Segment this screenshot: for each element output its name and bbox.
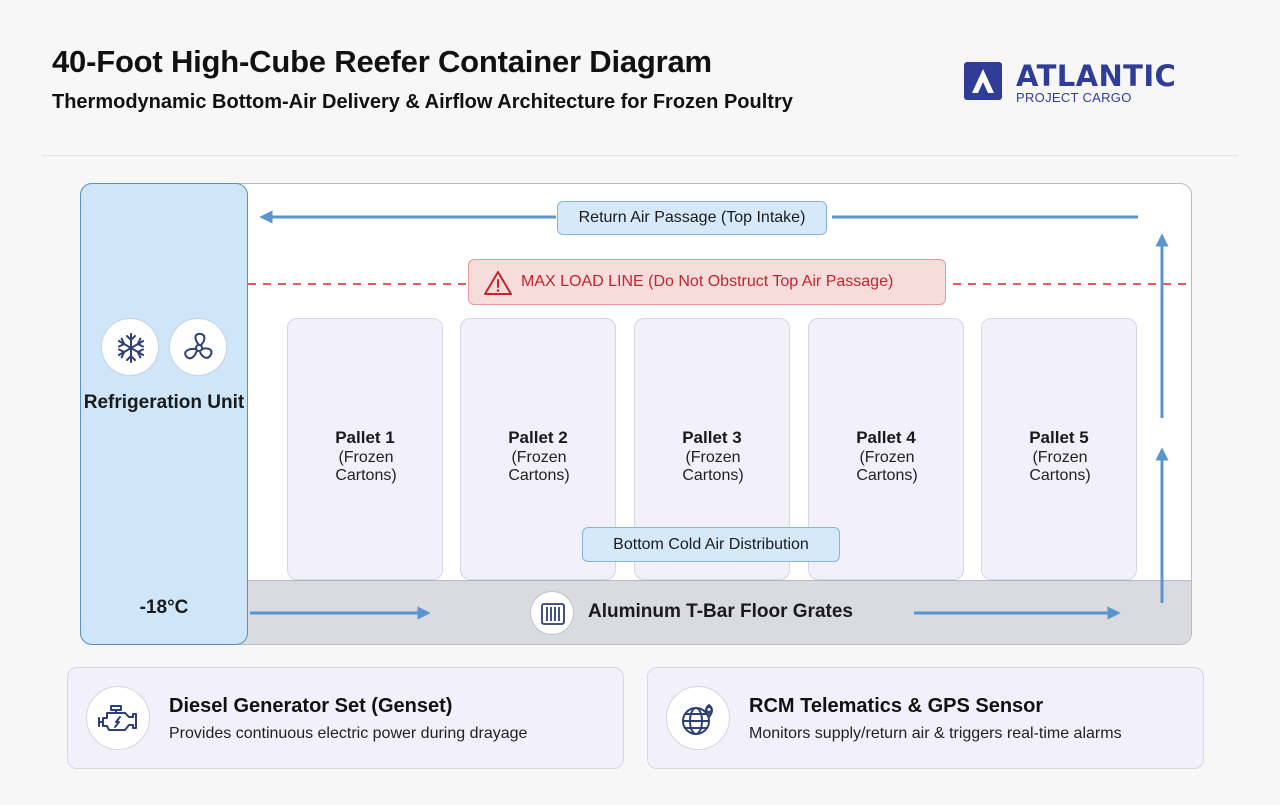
pallet-name: Pallet 5 — [1029, 428, 1089, 447]
pallet-contents: (Frozen Cartons) — [1029, 449, 1091, 484]
floor-grates-label: Aluminum T-Bar Floor Grates — [588, 601, 853, 622]
pallet-name: Pallet 2 — [508, 428, 568, 447]
card-title: RCM Telematics & GPS Sensor — [749, 695, 1044, 717]
logo-mark-icon — [964, 62, 1002, 100]
max-load-line-text: MAX LOAD LINE (Do Not Obstruct Top Air P… — [521, 273, 894, 290]
card-description: Monitors supply/return air & triggers re… — [749, 725, 1122, 742]
logo-tagline: PROJECT CARGO — [1016, 90, 1132, 105]
engine-icon — [86, 686, 150, 750]
pallet-contents: (Frozen Cartons) — [682, 449, 744, 484]
pallet-name: Pallet 1 — [335, 428, 395, 447]
grate-icon — [530, 591, 574, 635]
card-description: Provides continuous electric power durin… — [169, 725, 528, 742]
refrigeration-unit: Refrigeration Unit -18°C — [80, 183, 248, 645]
max-load-line-label: MAX LOAD LINE (Do Not Obstruct Top Air P… — [468, 259, 946, 305]
header-divider — [42, 155, 1238, 156]
page-subtitle: Thermodynamic Bottom-Air Delivery & Airf… — [52, 91, 793, 113]
company-logo: ATLANTIC PROJECT CARGO — [964, 59, 1254, 106]
snowflake-icon — [101, 318, 159, 376]
page-title: 40-Foot High-Cube Reefer Container Diagr… — [52, 44, 712, 79]
refrigeration-unit-label: Refrigeration Unit — [83, 392, 245, 413]
pallet-contents: (Frozen Cartons) — [856, 449, 918, 484]
warning-icon — [484, 271, 512, 295]
card-title: Diesel Generator Set (Genset) — [169, 695, 453, 717]
pallet-name: Pallet 4 — [856, 428, 916, 447]
return-air-label: Return Air Passage (Top Intake) — [557, 201, 827, 235]
telematics-card: RCM Telematics & GPS Sensor Monitors sup… — [647, 667, 1204, 769]
pallet-contents: (Frozen Cartons) — [508, 449, 570, 484]
genset-card: Diesel Generator Set (Genset) Provides c… — [67, 667, 624, 769]
pallet-1: Pallet 1 (Frozen Cartons) — [287, 318, 443, 580]
pallet-name: Pallet 3 — [682, 428, 742, 447]
globe-location-icon — [666, 686, 730, 750]
bottom-air-label: Bottom Cold Air Distribution — [582, 527, 840, 562]
temperature-readout: -18°C — [139, 597, 189, 618]
logo-name: ATLANTIC — [1016, 59, 1177, 93]
fan-icon — [169, 318, 227, 376]
pallet-contents: (Frozen Cartons) — [335, 449, 397, 484]
pallet-5: Pallet 5 (Frozen Cartons) — [981, 318, 1137, 580]
